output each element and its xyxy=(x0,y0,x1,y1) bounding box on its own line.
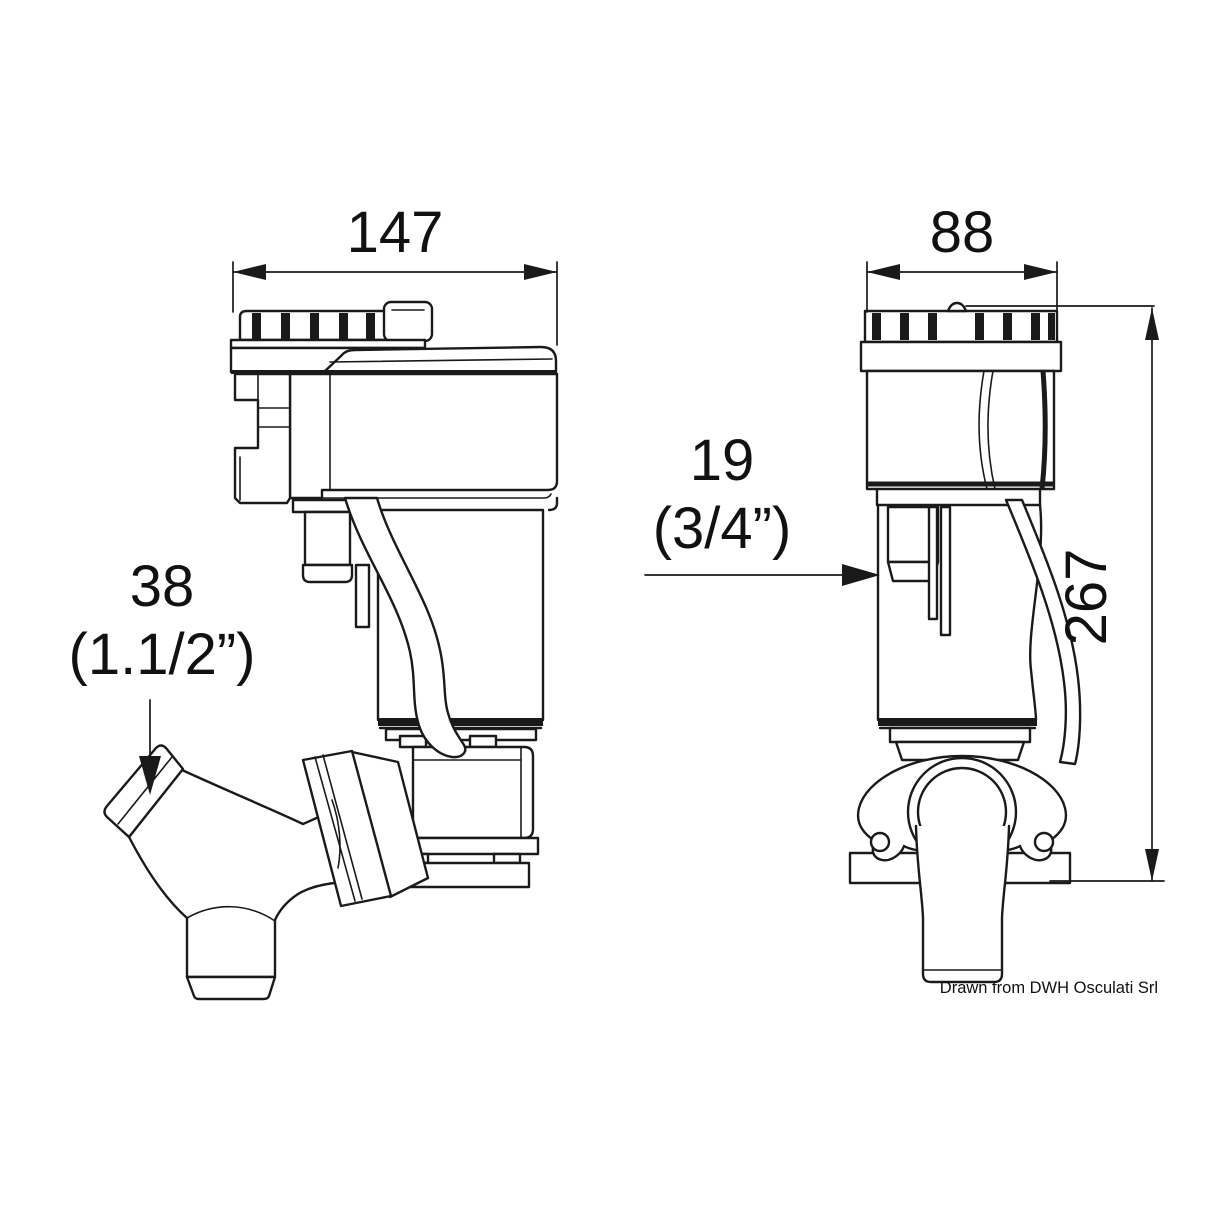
elbow-crease xyxy=(186,905,276,922)
front-neck xyxy=(888,726,1032,762)
dim-88-label: 88 xyxy=(930,200,995,265)
dim-19-inches: (3/4”) xyxy=(653,496,792,561)
discharge-spout xyxy=(914,824,1011,984)
cable-side xyxy=(343,496,467,759)
dim-267-label: 267 xyxy=(1054,549,1119,646)
elbow-collar xyxy=(301,749,393,908)
mounting-bracket xyxy=(233,372,292,505)
dim-width-88: 88 xyxy=(866,200,1058,313)
dim-19-value: 19 xyxy=(690,428,755,493)
bolt-hole-right xyxy=(1033,831,1055,853)
arrow-right xyxy=(842,564,880,586)
body-cover xyxy=(322,345,558,374)
arrow-down xyxy=(139,756,161,795)
cable-front xyxy=(1004,498,1082,766)
motor-body xyxy=(288,372,559,500)
dim-fitting-19: 19 (3/4”) xyxy=(644,428,880,586)
dim-width-147: 147 xyxy=(232,200,558,346)
dim-38-value: 38 xyxy=(130,554,195,619)
cap-bump xyxy=(946,301,968,313)
bolt-hole-left xyxy=(869,831,891,853)
elbow-body xyxy=(127,768,374,979)
fitting-19mm xyxy=(886,505,952,637)
front-view-cap xyxy=(863,301,1059,344)
dim-height-267: 267 xyxy=(965,305,1165,882)
front-view xyxy=(848,301,1082,984)
sensor-tab xyxy=(354,563,371,629)
cover-seam xyxy=(231,370,556,374)
elbow-outlet-cap xyxy=(185,975,277,1001)
connector-block xyxy=(291,498,371,629)
credit-line: Drawn from DWH Osculati Srl xyxy=(940,979,1158,997)
dim-inlet-38: 38 (1.1/2”) xyxy=(69,554,256,795)
side-view-cap xyxy=(238,300,434,343)
front-motor-body xyxy=(865,369,1056,491)
side-view xyxy=(103,300,559,1001)
cap-tab xyxy=(382,300,434,343)
dim-147-label: 147 xyxy=(347,200,444,265)
dim-38-inches: (1.1/2”) xyxy=(69,622,256,687)
front-flange xyxy=(859,340,1063,373)
elbow-fitting xyxy=(103,744,430,1001)
